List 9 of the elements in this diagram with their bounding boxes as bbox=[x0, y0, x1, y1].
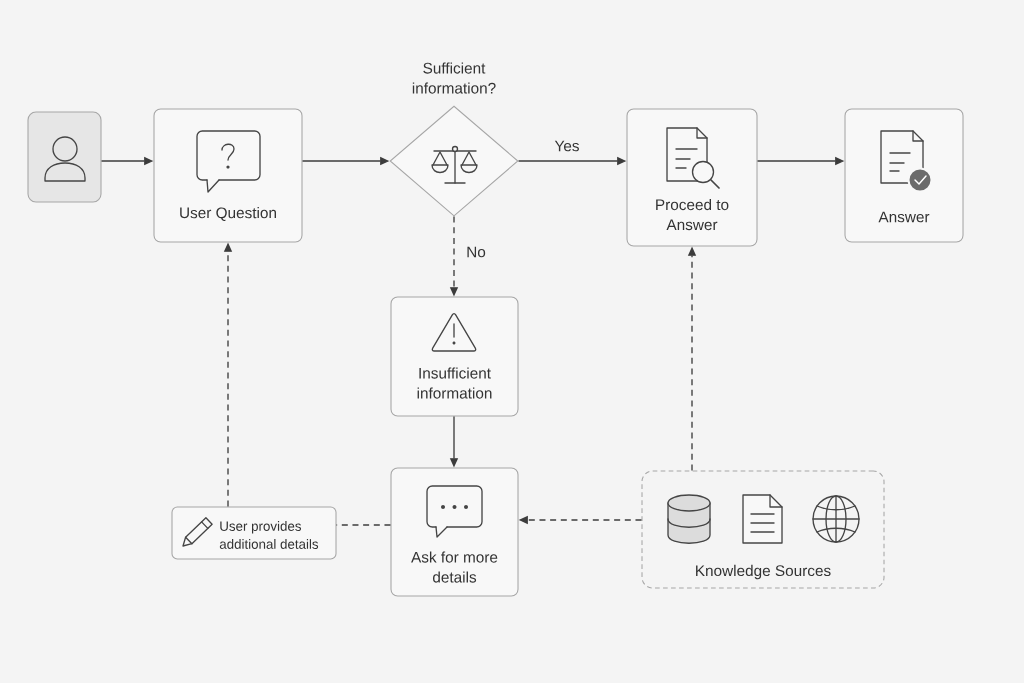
process-box: Ask for more details bbox=[390, 467, 519, 597]
note-box: User provides additional details bbox=[171, 506, 337, 560]
person-icon bbox=[27, 111, 102, 203]
process-box: User Question bbox=[153, 108, 303, 243]
decision-label: Sufficient information? bbox=[412, 62, 496, 94]
process-box: Answer bbox=[844, 108, 964, 243]
process-box: Proceed to Answer bbox=[626, 108, 758, 247]
process-box: Insufficient information bbox=[390, 296, 519, 417]
group-box: Knowledge Sources bbox=[641, 470, 885, 589]
